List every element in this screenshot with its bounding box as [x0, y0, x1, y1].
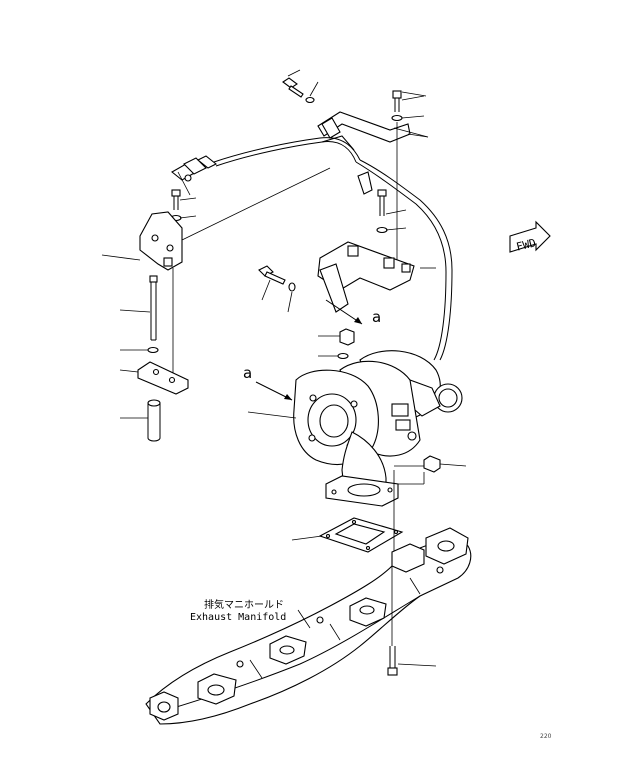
sleeve — [120, 399, 161, 442]
view-arrow-left: a — [243, 364, 293, 401]
view-letter-left: a — [243, 364, 252, 382]
connector-nut — [318, 328, 355, 360]
right-nut — [394, 455, 467, 485]
turbocharger — [247, 350, 463, 507]
middle-bolt-right — [376, 189, 407, 234]
top-bracket — [317, 111, 429, 143]
leader-lines — [393, 91, 429, 138]
exhaust-manifold — [145, 527, 472, 725]
fwd-label: FWD — [515, 236, 537, 253]
bottom-bolt — [387, 564, 437, 676]
page-code: 220 — [540, 733, 552, 740]
middle-bolt-angled — [258, 265, 296, 313]
fwd-direction-marker: FWD — [509, 220, 551, 254]
top-bolt-left — [282, 69, 319, 104]
view-arrow-upper: a — [325, 299, 381, 326]
sensor-connector — [171, 155, 218, 196]
manifold-label: 排気マニホールド Exhaust Manifold — [190, 598, 286, 623]
gasket — [291, 470, 404, 564]
left-bolt-upper — [170, 189, 197, 222]
long-stud — [119, 268, 174, 390]
left-washer-plate — [119, 346, 189, 395]
left-bracket — [101, 167, 331, 271]
manifold-label-jp: 排気マニホールド — [204, 598, 284, 611]
middle-bracket — [317, 241, 436, 313]
harness-pipe — [213, 135, 453, 361]
top-bolt-right — [391, 90, 425, 265]
view-letter-upper: a — [372, 308, 381, 326]
manifold-label-en: Exhaust Manifold — [190, 612, 286, 623]
